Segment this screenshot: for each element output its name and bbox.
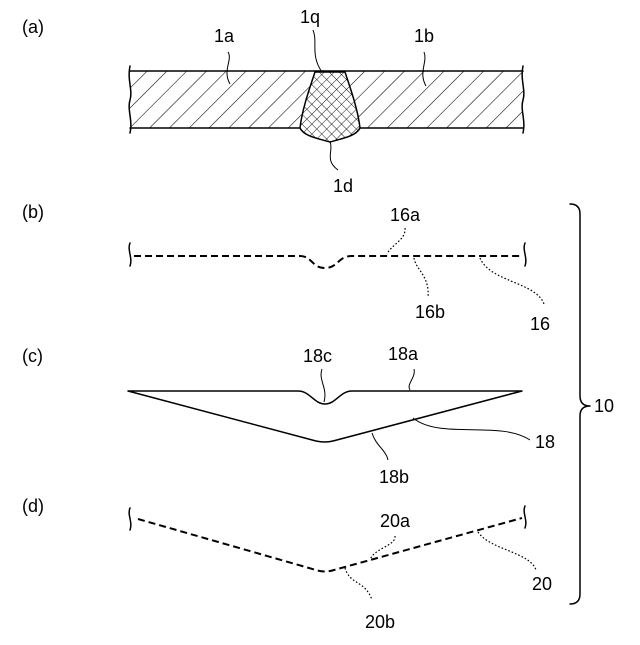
panel-b-label: (b) xyxy=(22,202,44,222)
right-break-b xyxy=(524,243,526,266)
leader-18b xyxy=(372,433,388,460)
panel-d-label: (d) xyxy=(22,496,44,516)
leader-20 xyxy=(478,532,536,570)
ref-1d: 1d xyxy=(333,176,353,196)
right-break-d xyxy=(524,506,526,528)
dashed-profile-20 xyxy=(138,518,522,572)
left-break-b xyxy=(129,243,131,266)
panel-c: (c) 18c 18a 18b 18 xyxy=(22,344,555,487)
leader-16b xyxy=(414,258,428,298)
ref-16: 16 xyxy=(530,314,550,334)
ref-18a: 18a xyxy=(388,344,419,364)
ref-20b: 20b xyxy=(365,612,395,632)
leader-16 xyxy=(480,258,544,304)
ref-16b: 16b xyxy=(415,302,445,322)
ref-16a: 16a xyxy=(390,205,421,225)
leader-1q xyxy=(313,30,322,72)
leader-18a xyxy=(409,369,414,390)
panel-a-label: (a) xyxy=(22,17,44,37)
leader-18 xyxy=(413,418,530,440)
group-brace: 10 xyxy=(570,204,614,604)
ref-18b: 18b xyxy=(379,467,409,487)
ref-20: 20 xyxy=(532,574,552,594)
ref-1a: 1a xyxy=(214,26,235,46)
leader-1d xyxy=(330,142,338,170)
ref-18c: 18c xyxy=(303,346,332,366)
panel-d: (d) 20a 20b 20 xyxy=(22,496,552,632)
ref-20a: 20a xyxy=(380,511,411,531)
panel-a: (a) 1a 1q 1b 1d xyxy=(22,7,524,196)
ref-1b: 1b xyxy=(414,26,434,46)
panel-c-label: (c) xyxy=(22,346,43,366)
curly-brace xyxy=(570,204,590,604)
ref-10: 10 xyxy=(594,396,614,416)
left-break-d xyxy=(129,508,131,530)
leader-20b xyxy=(345,568,372,600)
ref-1q: 1q xyxy=(300,7,320,27)
ref-18: 18 xyxy=(535,432,555,452)
dashed-profile-16 xyxy=(134,256,522,268)
panel-b: (b) 16a 16b 16 xyxy=(22,202,550,334)
leader-16a xyxy=(387,228,405,254)
leader-18c xyxy=(321,369,325,402)
